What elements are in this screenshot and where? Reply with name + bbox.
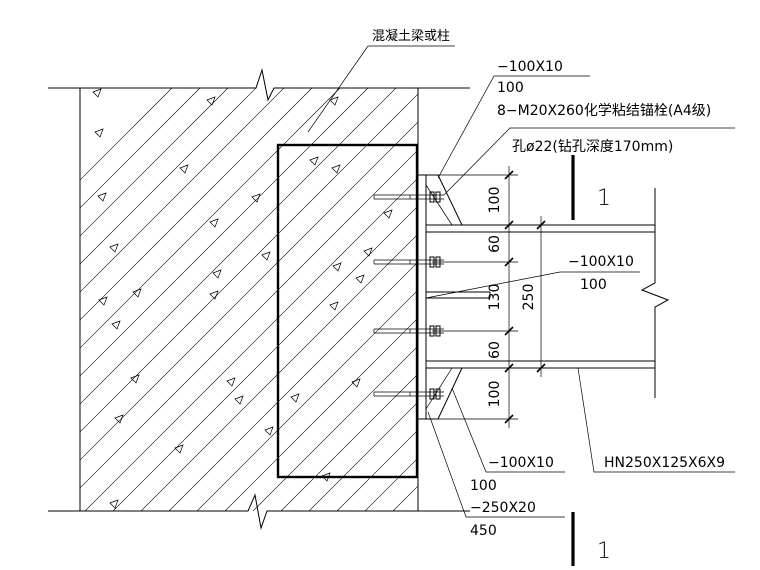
aggregate-mark xyxy=(209,290,219,300)
leader-bottom-plate xyxy=(451,387,565,473)
aggregate-mark xyxy=(309,156,319,166)
dimension-chain-right xyxy=(530,216,550,377)
aggregate-mark xyxy=(179,164,189,174)
aggregate-mark xyxy=(329,301,339,311)
section-mark-bottom: 1 xyxy=(597,539,611,564)
end-plate xyxy=(417,174,427,420)
label-beam-section: HN250X125X6X9 xyxy=(604,455,725,471)
section-cut-marks: 1 1 xyxy=(571,155,611,566)
aggregate-mark xyxy=(132,288,142,298)
aggregate-mark xyxy=(94,128,104,138)
anchor-bolts xyxy=(373,191,444,400)
aggregate-mark xyxy=(226,377,236,387)
dim-60-upper: 60 xyxy=(487,235,503,253)
hatch-line xyxy=(140,233,418,511)
hatch-line xyxy=(80,88,285,293)
aggregate-mark xyxy=(355,274,365,284)
aggregate-marks xyxy=(92,88,393,509)
hatch-line xyxy=(80,88,201,209)
aggregate-mark xyxy=(234,395,244,405)
label-bottom-plate-spec: −100X10 xyxy=(488,455,554,471)
hatch-line xyxy=(224,317,418,511)
label-top-plate-width: 100 xyxy=(497,80,524,96)
leader-beam xyxy=(577,367,735,473)
hatch-line xyxy=(84,177,418,511)
hatch-line xyxy=(80,88,257,265)
hatch-line xyxy=(168,261,418,511)
label-embed-plate-spec: −250X20 xyxy=(470,500,536,516)
section-mark-top: 1 xyxy=(597,186,611,211)
label-hole-spec: 孔ø22(钻孔深度170mm) xyxy=(512,139,673,155)
hatch-line xyxy=(80,93,418,433)
aggregate-mark xyxy=(174,444,184,454)
aggregate-mark xyxy=(290,393,300,403)
leader-embed-plate xyxy=(427,411,565,518)
aggregate-mark xyxy=(212,269,222,279)
dim-bottom-100: 100 xyxy=(487,381,503,408)
hatch-line xyxy=(748,80,760,520)
hatch-line xyxy=(308,401,418,511)
beam-break-line xyxy=(640,188,670,398)
label-bottom-plate-width: 100 xyxy=(470,478,497,494)
label-embed-plate-len: 450 xyxy=(470,523,497,539)
hatch-line xyxy=(196,289,418,511)
hatch-line xyxy=(664,80,760,520)
hatch-line xyxy=(720,80,760,520)
aggregate-mark xyxy=(98,296,108,306)
label-anchor-spec: 8−M20X260化学粘结锚栓(A4级) xyxy=(497,103,711,119)
aggregate-mark xyxy=(329,96,339,106)
concrete-hatch xyxy=(80,80,760,520)
hatch-line xyxy=(80,88,313,321)
aggregate-mark xyxy=(331,164,341,174)
hatch-line xyxy=(80,88,229,237)
hatch-line xyxy=(112,205,418,511)
hatch-line xyxy=(80,88,173,181)
aggregate-mark xyxy=(130,374,140,384)
aggregate-mark xyxy=(351,378,361,388)
hatch-line xyxy=(336,429,418,511)
label-stiffener-width: 100 xyxy=(580,277,607,293)
dim-60-lower: 60 xyxy=(487,341,503,359)
hatch-line xyxy=(280,373,418,511)
aggregate-mark xyxy=(114,414,124,424)
label-stiffener-spec: −100X10 xyxy=(568,254,634,270)
hatch-line xyxy=(80,149,418,489)
aggregate-mark xyxy=(109,243,119,253)
aggregate-mark xyxy=(109,499,119,509)
leader-top-plate xyxy=(437,75,590,179)
aggregate-mark xyxy=(111,320,121,330)
hatch-line xyxy=(80,121,418,461)
aggregate-mark xyxy=(97,192,107,202)
break-line-bottom xyxy=(48,493,470,530)
aggregate-mark xyxy=(92,88,102,98)
aggregate-mark xyxy=(264,426,274,436)
break-line-top xyxy=(48,68,470,102)
aggregate-mark xyxy=(383,209,393,219)
dim-top-100: 100 xyxy=(487,187,503,214)
dim-total-250: 250 xyxy=(521,284,537,311)
steel-beam xyxy=(426,188,670,398)
aggregate-mark xyxy=(261,251,271,261)
anchorage-zone-outline xyxy=(276,143,419,479)
leader-anchor xyxy=(443,127,735,196)
hatch-line xyxy=(80,88,369,377)
aggregate-mark xyxy=(209,218,219,228)
hatch-line xyxy=(80,88,341,349)
bottom-haunch-plate xyxy=(425,367,463,420)
label-concrete-member: 混凝土梁或柱 xyxy=(372,28,450,44)
dim-130: 130 xyxy=(487,284,503,311)
aggregate-mark xyxy=(332,262,342,272)
aggregate-mark xyxy=(251,193,261,203)
leader-concrete xyxy=(307,45,455,133)
dimension-chain-left xyxy=(432,166,518,428)
hatch-line xyxy=(80,88,397,405)
leader-stiffener xyxy=(425,271,640,299)
label-top-plate-spec: −100X10 xyxy=(497,59,563,75)
hatch-line xyxy=(692,80,760,520)
hatch-line xyxy=(252,345,418,511)
aggregate-mark xyxy=(206,96,216,106)
aggregate-mark xyxy=(363,247,373,257)
leader-lines xyxy=(307,45,735,518)
